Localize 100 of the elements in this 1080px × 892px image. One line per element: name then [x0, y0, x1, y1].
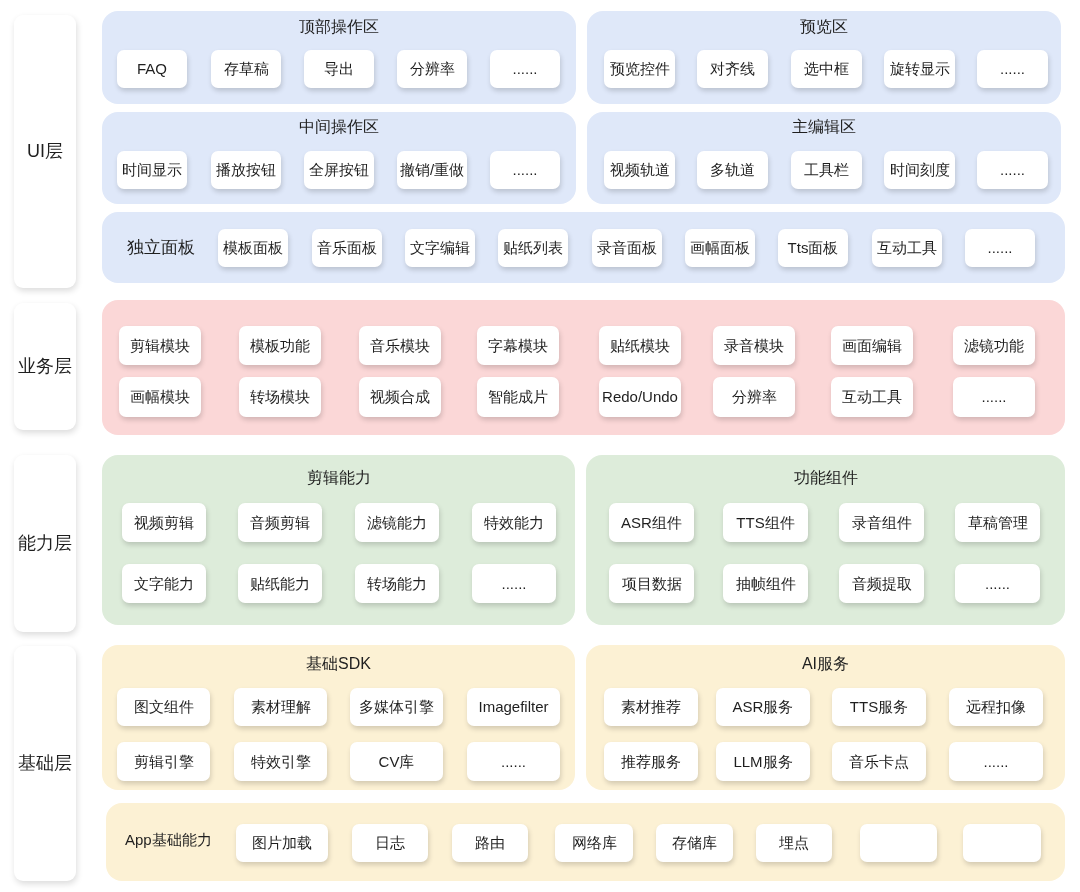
module-card: TTS组件	[723, 503, 808, 542]
module-card: 音乐卡点	[832, 742, 926, 781]
module-card: ......	[955, 564, 1040, 603]
module-card: Tts面板	[778, 229, 848, 267]
module-card: LLM服务	[716, 742, 810, 781]
panel-title: 基础SDK	[306, 654, 371, 674]
module-card: ASR服务	[716, 688, 810, 726]
module-card: Redo/Undo	[599, 377, 681, 417]
module-card: 特效引擎	[234, 742, 327, 781]
module-card: 模板功能	[239, 326, 321, 365]
module-card: 存草稿	[211, 50, 281, 88]
module-card: 转场模块	[239, 377, 321, 417]
module-card: 贴纸列表	[498, 229, 568, 267]
module-card: 工具栏	[791, 151, 862, 189]
module-card: 视频合成	[359, 377, 441, 417]
module-card: 音频提取	[839, 564, 924, 603]
panel-title: 中间操作区	[299, 117, 379, 137]
area-panel	[587, 112, 1061, 204]
module-card: 多媒体引擎	[350, 688, 443, 726]
module-card: FAQ	[117, 50, 187, 88]
module-card: ......	[472, 564, 556, 603]
module-card: 视频剪辑	[122, 503, 206, 542]
module-card	[963, 824, 1041, 862]
module-card: 日志	[352, 824, 428, 862]
module-card: 剪辑模块	[119, 326, 201, 365]
module-card: 滤镜功能	[953, 326, 1035, 365]
module-card: 画幅面板	[685, 229, 755, 267]
module-card: ......	[977, 50, 1048, 88]
module-card: 录音模块	[713, 326, 795, 365]
area-panel	[102, 212, 1065, 283]
module-card: 文字能力	[122, 564, 206, 603]
module-card: 项目数据	[609, 564, 694, 603]
area-panel	[106, 803, 1065, 881]
module-card: 远程扣像	[949, 688, 1043, 726]
module-card: 对齐线	[697, 50, 768, 88]
module-card: ASR组件	[609, 503, 694, 542]
module-card: 埋点	[756, 824, 832, 862]
module-card: ......	[949, 742, 1043, 781]
area-panel	[102, 645, 575, 790]
module-card: ......	[965, 229, 1035, 267]
module-card: 音频剪辑	[238, 503, 322, 542]
module-card: ......	[953, 377, 1035, 417]
module-card: 图文组件	[117, 688, 210, 726]
module-card: 草稿管理	[955, 503, 1040, 542]
module-card: 预览控件	[604, 50, 675, 88]
module-card: 贴纸模块	[599, 326, 681, 365]
panel-title: 主编辑区	[792, 117, 856, 137]
module-card: 文字编辑	[405, 229, 475, 267]
module-card: 智能成片	[477, 377, 559, 417]
area-panel	[102, 112, 576, 204]
module-card: 画幅模块	[119, 377, 201, 417]
module-card: 图片加载	[236, 824, 328, 862]
module-card: 特效能力	[472, 503, 556, 542]
layer-card: 业务层	[14, 303, 76, 430]
panel-title: 顶部操作区	[299, 17, 379, 37]
module-card: 字幕模块	[477, 326, 559, 365]
module-card: 分辨率	[713, 377, 795, 417]
module-card: CV库	[350, 742, 443, 781]
area-panel	[102, 11, 576, 104]
module-card: ......	[467, 742, 560, 781]
module-card: 音乐模块	[359, 326, 441, 365]
module-card: 推荐服务	[604, 742, 698, 781]
module-card: 互动工具	[831, 377, 913, 417]
module-card: 视频轨道	[604, 151, 675, 189]
module-card: 选中框	[791, 50, 862, 88]
module-card: 素材推荐	[604, 688, 698, 726]
panel-title: App基础能力	[125, 831, 212, 849]
module-card: ......	[977, 151, 1048, 189]
area-panel	[586, 455, 1065, 625]
module-card: 贴纸能力	[238, 564, 322, 603]
panel-title: 功能组件	[793, 468, 858, 488]
module-card: 全屏按钮	[304, 151, 374, 189]
module-card: 素材理解	[234, 688, 327, 726]
module-card: 剪辑引擎	[117, 742, 210, 781]
module-card: 转场能力	[355, 564, 439, 603]
layer-panel	[102, 300, 1065, 435]
module-card: 分辨率	[397, 50, 467, 88]
module-card: 多轨道	[697, 151, 768, 189]
panel-title: AI服务	[801, 654, 850, 674]
module-card: 音乐面板	[312, 229, 382, 267]
area-panel	[587, 11, 1061, 104]
module-card: 网络库	[555, 824, 633, 862]
layer-card: 基础层	[14, 646, 76, 881]
module-card: 时间刻度	[884, 151, 955, 189]
area-panel	[586, 645, 1065, 790]
module-card: 导出	[304, 50, 374, 88]
module-card: 路由	[452, 824, 528, 862]
module-card: 录音面板	[592, 229, 662, 267]
area-panel	[102, 455, 575, 625]
module-card: 撤销/重做	[397, 151, 467, 189]
module-card: ......	[490, 151, 560, 189]
panel-title: 剪辑能力	[306, 468, 371, 488]
module-card: 抽帧组件	[723, 564, 808, 603]
module-card: 互动工具	[872, 229, 942, 267]
module-card: 滤镜能力	[355, 503, 439, 542]
module-card	[860, 824, 937, 862]
layer-card: UI层	[14, 15, 76, 288]
module-card: 旋转显示	[884, 50, 955, 88]
panel-title: 预览区	[800, 17, 848, 37]
module-card: 存储库	[656, 824, 733, 862]
